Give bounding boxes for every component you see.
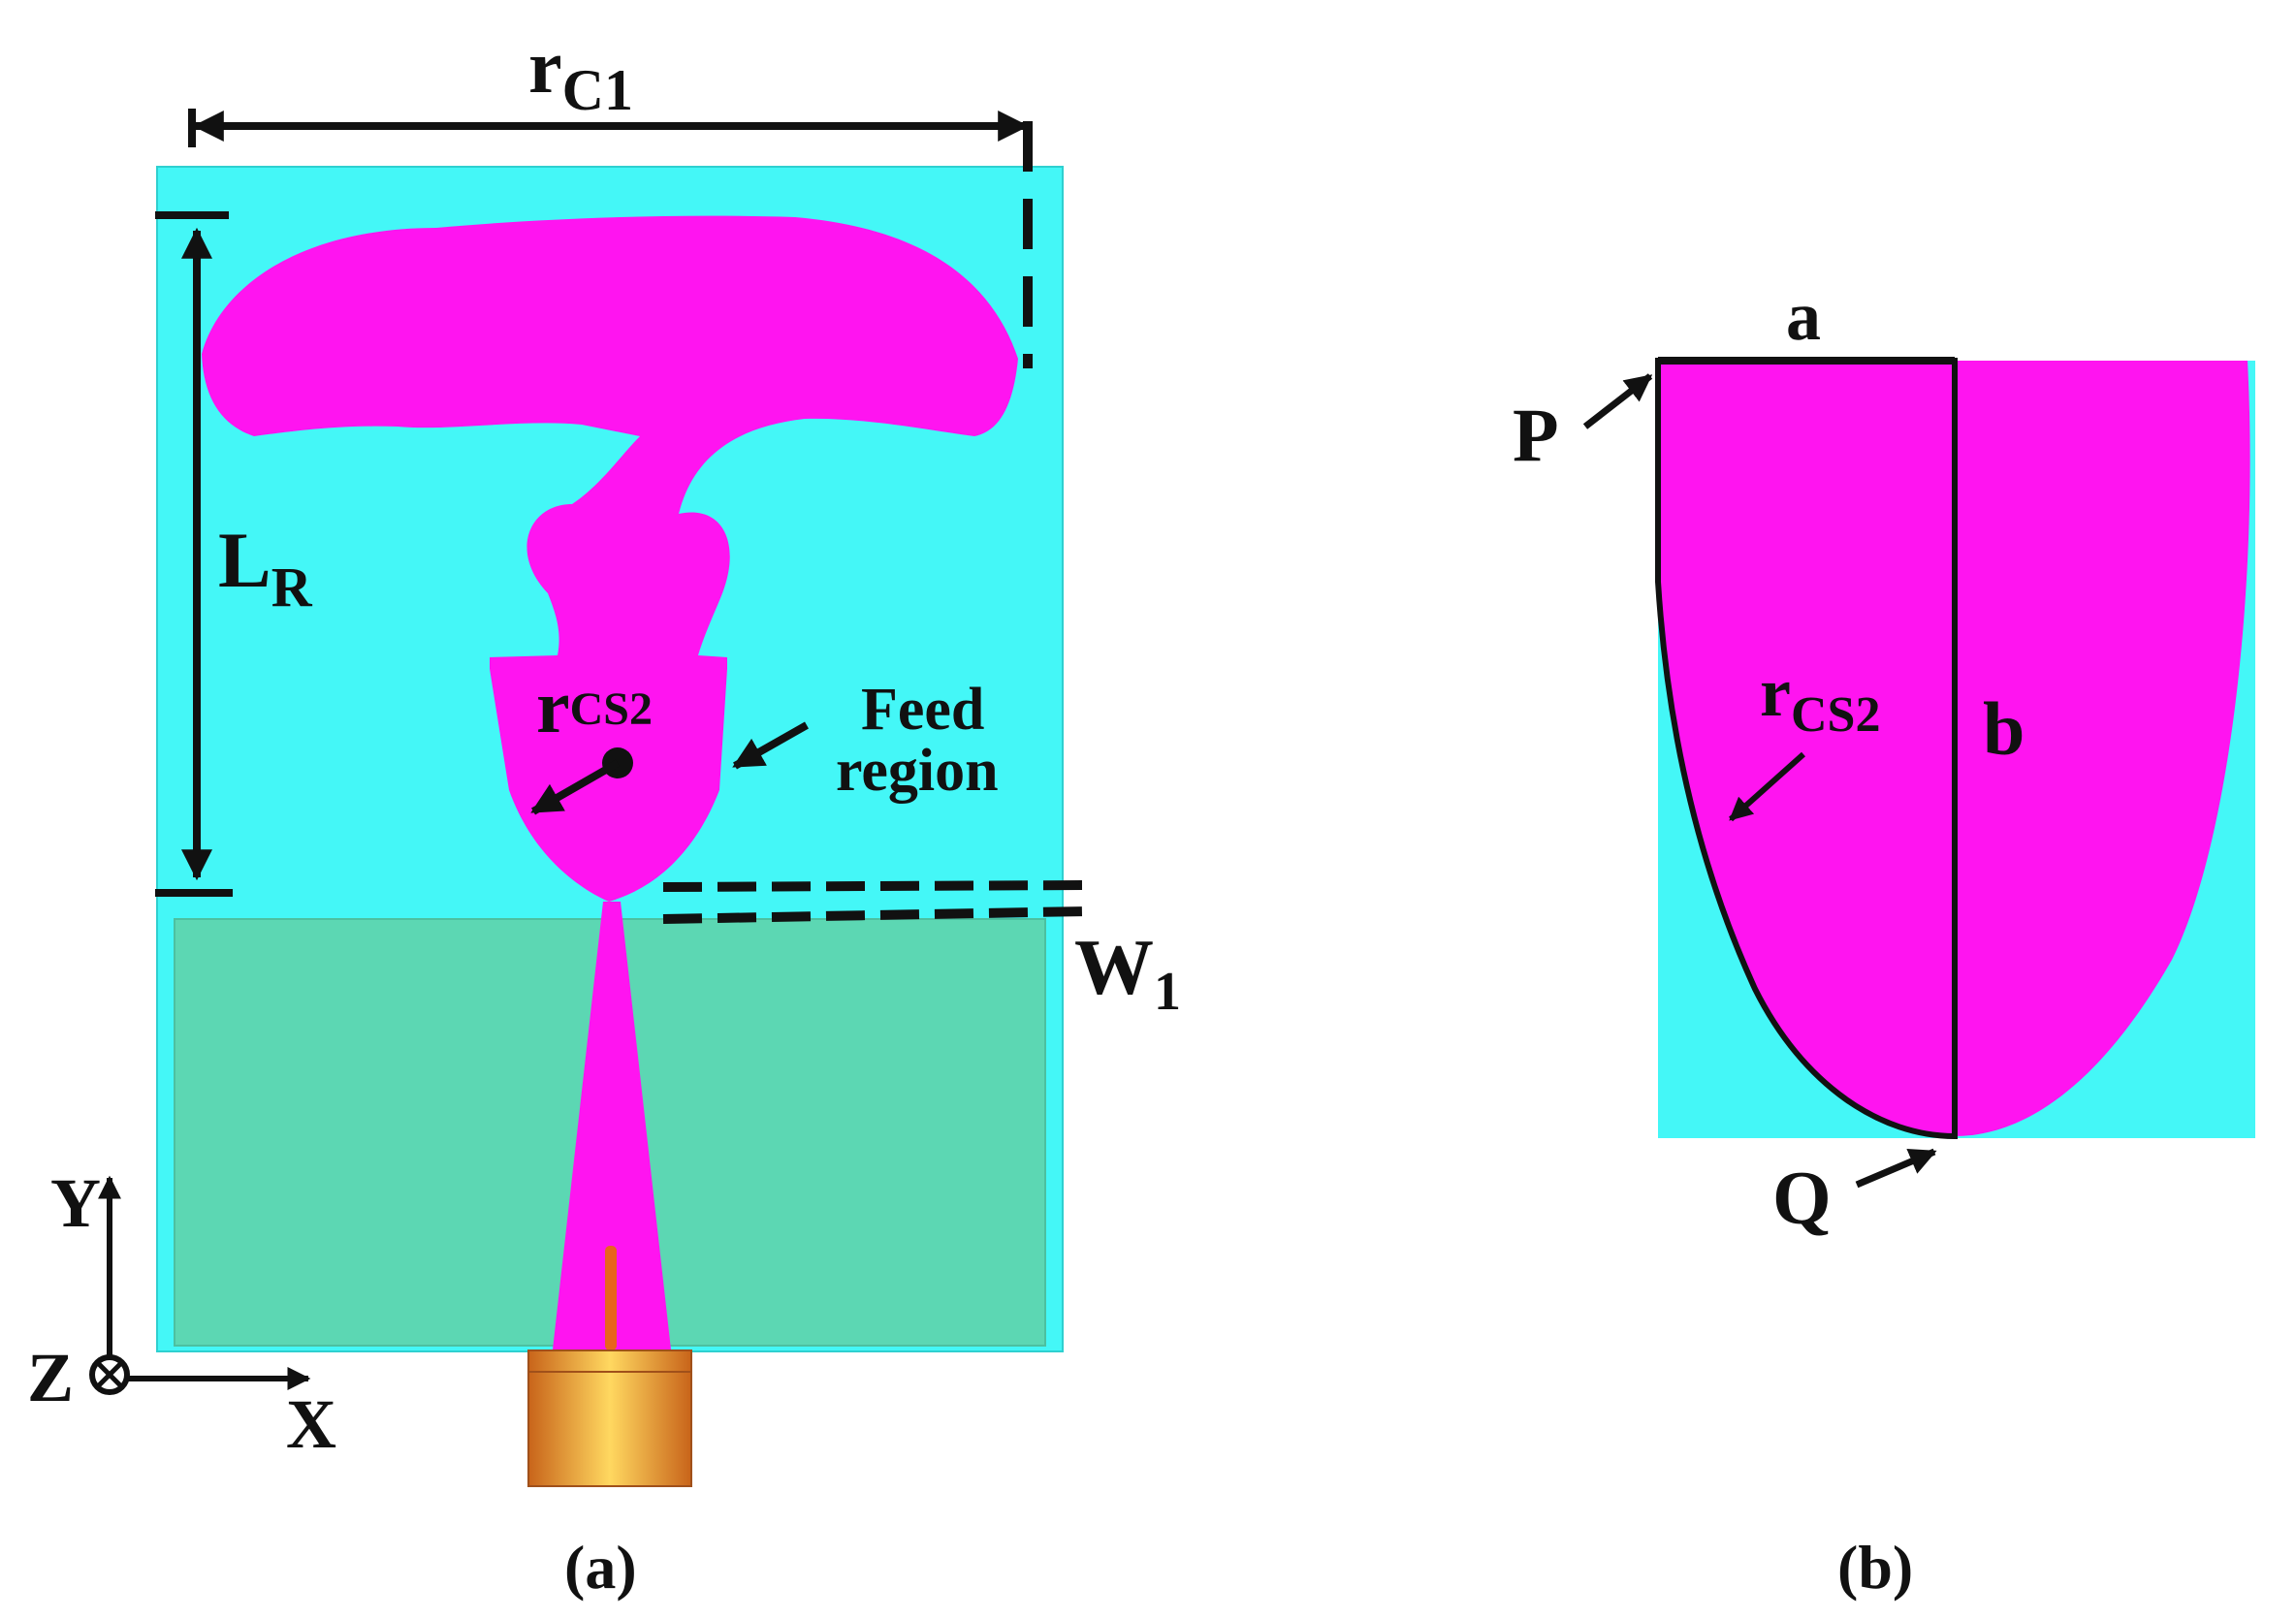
caption-a: (a) [564,1533,637,1602]
rcs2-label-b: rCS2 [1760,653,1880,743]
sma-connector [527,1349,692,1487]
label-b: b [1983,686,2025,771]
left-half-outline [1655,358,1958,1140]
rcs2-label-a: rCS2 [536,664,653,748]
z-cross-2 [96,1361,123,1388]
p-arrow [1582,373,1653,429]
rc1-label: rC1 [528,24,633,122]
panel-b: a b P Q rCS2 (b) [1513,277,2255,1602]
radiating-patch [202,215,1018,903]
feed-region-arrow [732,721,809,770]
panel-a: rC1 LR rCS2 Feed region W1 Y X Z (a) [27,24,1181,1602]
lr-label: LR [218,516,313,619]
label-a: a [1786,277,1821,355]
feed-region-label-line2: region [836,738,999,804]
rcs2-arrow [530,759,620,815]
z-axis-label: Z [27,1339,74,1416]
w1-dashed-top [662,880,1087,892]
y-axis-label: Y [50,1164,101,1242]
q-arrow [1855,1148,1937,1189]
w1-label: W1 [1074,923,1181,1022]
label-q: Q [1772,1156,1832,1240]
feed-region-label-line1: Feed [861,677,984,743]
caption-b: (b) [1837,1533,1913,1602]
x-axis-label: X [286,1385,336,1463]
rcs2-arrow-b [1729,751,1805,822]
w1-dashed-bottom [662,906,1087,924]
feed-pin [605,1246,617,1350]
feed-line [553,902,671,1349]
label-p: P [1513,393,1559,477]
